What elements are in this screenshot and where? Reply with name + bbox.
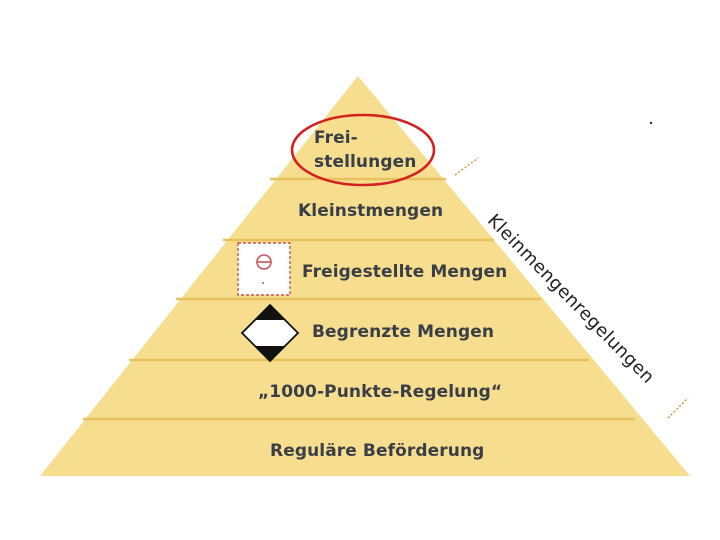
pyramid-band-dividers [83, 177, 635, 421]
level-label-kleinstmengen: Kleinstmengen [298, 201, 444, 221]
level-label-line: stellungen [314, 152, 417, 172]
speck [649, 121, 653, 125]
bracket-leaders [454, 157, 689, 419]
level-label-line: Frei- [314, 128, 358, 148]
excepted-quantities-mark-icon [237, 242, 291, 296]
level-label-1000-punkte: „1000-Punkte-Regelung“ [258, 382, 503, 402]
highlight-ellipse [290, 113, 436, 187]
level-label-freigestellte-mengen: Freigestellte Mengen [302, 262, 508, 282]
pyramid-shape [40, 76, 690, 476]
level-label-begrenzte-mengen: Begrenzte Mengen [312, 322, 495, 342]
level-label-regulaere-befoerderung: Reguläre Beförderung [270, 441, 485, 461]
level-label-freistellungen: Frei- stellungen [314, 126, 416, 174]
